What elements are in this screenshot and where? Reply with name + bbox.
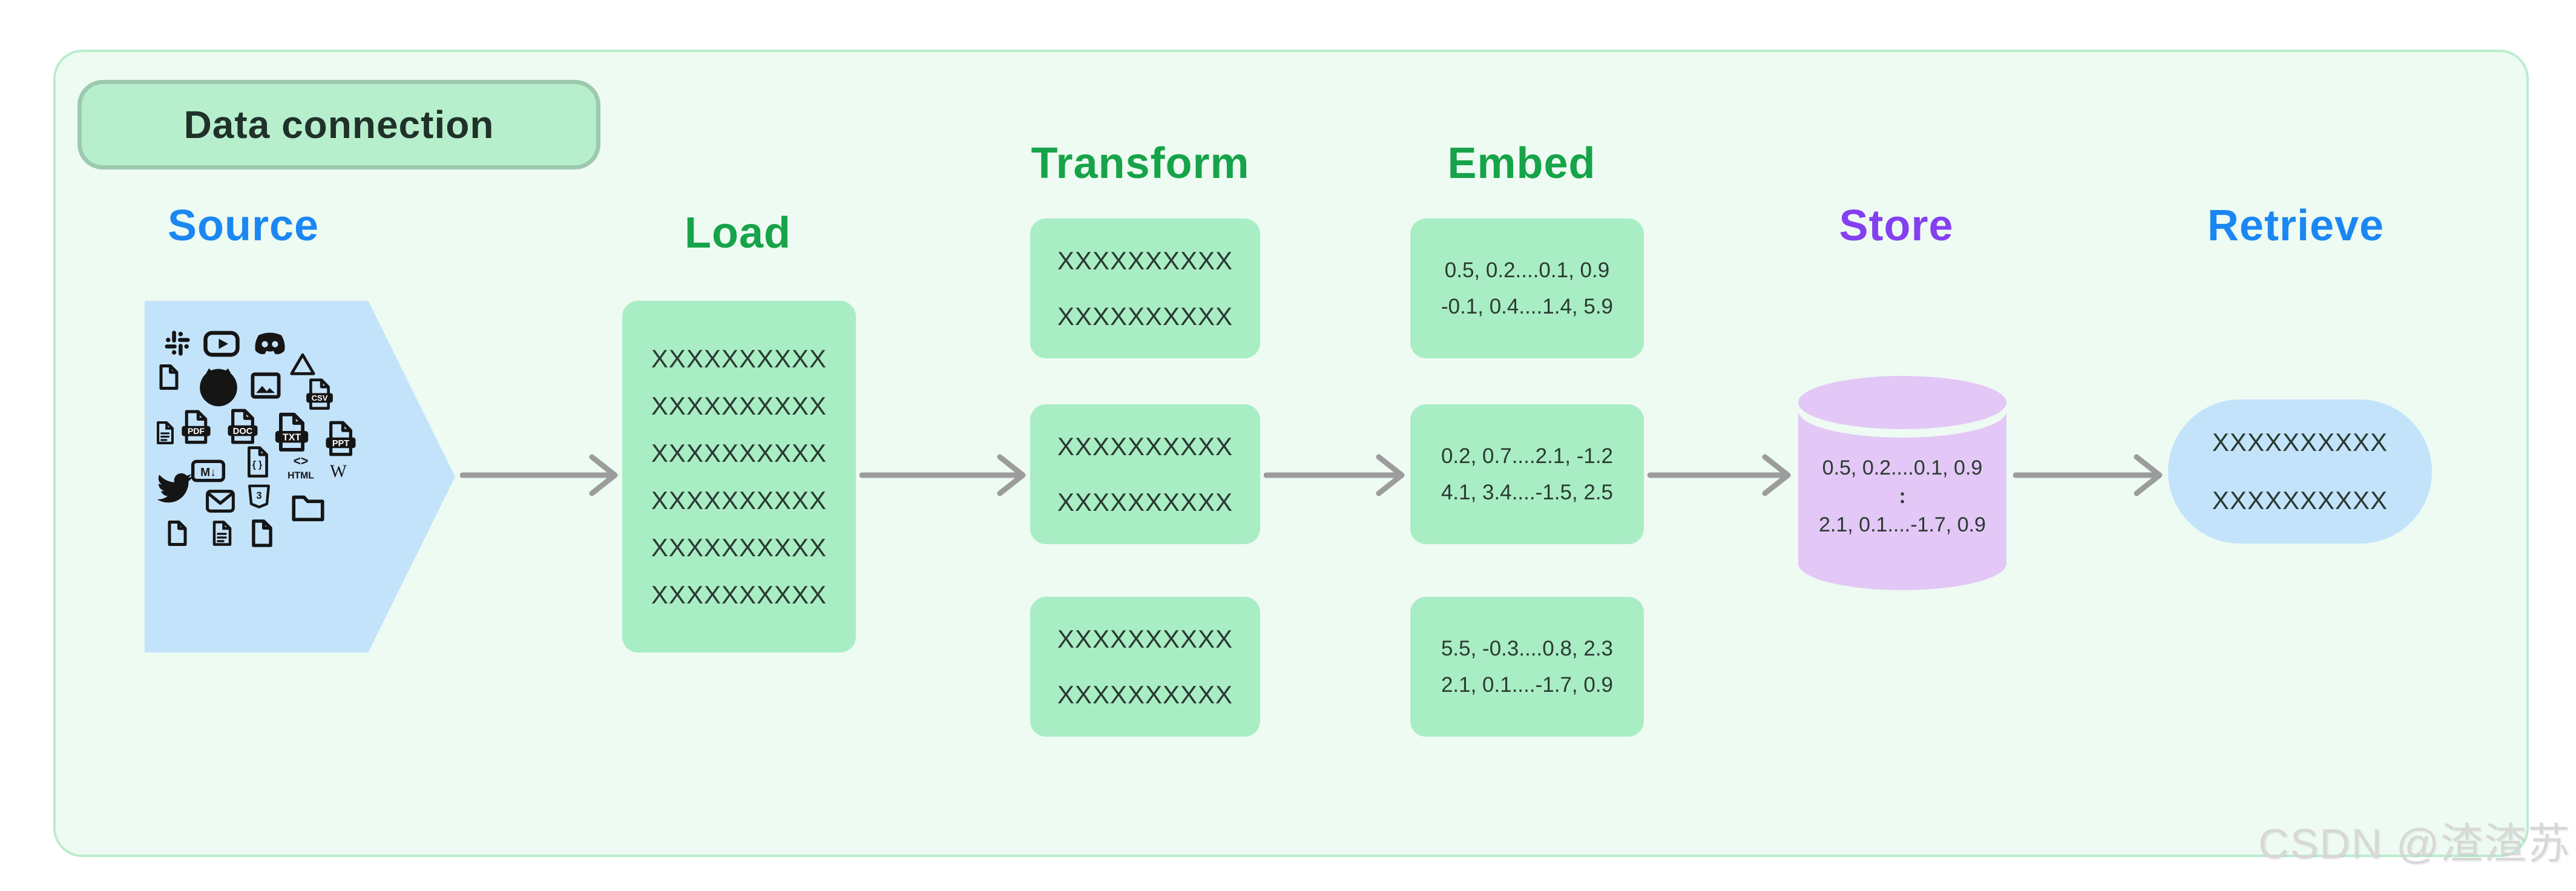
load-title: Load [685,209,791,257]
embed-vector-line: 5.5, -0.3....0.8, 2.3 [1441,636,1614,660]
svg-text:M↓: M↓ [200,466,216,479]
source-shape: CSV PDF DOC TXT PPT M↓ { } <> HTML W 3 [145,301,455,653]
transform-box-3: XXXXXXXXXX XXXXXXXXXX [1030,597,1260,737]
transform-line: XXXXXXXXXX [1057,624,1234,653]
store-vector-line: 0.5, 0.2....0.1, 0.9 [1822,456,1983,479]
load-line: XXXXXXXXXX [651,533,827,562]
doc-icon: DOC [226,407,260,446]
flow-arrow-transform-embed [1264,454,1405,496]
slack-icon [162,327,193,359]
transform-line: XXXXXXXXXX [1057,246,1234,275]
flow-arrow-load-transform [859,454,1026,496]
store-values: 0.5, 0.2....0.1, 0.9 : 2.1, 0.1....-1.7,… [1796,452,2008,541]
svg-text:CSV: CSV [312,393,328,403]
document-icon [208,519,237,548]
svg-text:HTML: HTML [288,471,314,481]
wikipedia-icon: W [325,457,352,484]
svg-text:<>: <> [294,454,309,468]
pdf-icon: PDF [180,409,212,446]
load-box: XXXXXXXXXX XXXXXXXXXX XXXXXXXXXX XXXXXXX… [622,301,856,653]
embed-vector-line: 0.2, 0.7....2.1, -1.2 [1441,444,1614,468]
csv-icon: CSV [304,377,335,411]
load-line: XXXXXXXXXX [651,344,827,373]
document-icon [152,419,179,446]
load-line: XXXXXXXXXX [651,580,827,609]
image-icon [249,369,283,403]
embed-title: Embed [1447,139,1596,188]
file-icon [246,518,278,549]
source-title: Source [167,202,320,250]
svg-text:DOC: DOC [233,427,253,436]
flow-arrow-store-retrieve [2013,454,2163,496]
transform-box-2: XXXXXXXXXX XXXXXXXXXX [1030,404,1260,544]
load-line: XXXXXXXXXX [651,391,827,420]
markdown-icon: M↓ [191,453,226,488]
retrieve-box: XXXXXXXXXX XXXXXXXXXX [2168,399,2432,544]
embed-vector-line: 2.1, 0.1....-1.7, 0.9 [1441,672,1614,697]
file-icon [154,363,183,392]
folder-icon [290,488,326,525]
svg-text:PPT: PPT [332,439,349,449]
github-icon [194,361,243,410]
retrieve-line: XXXXXXXXXX [2212,428,2388,456]
twitter-icon [156,469,193,507]
store-vector-line: 2.1, 0.1....-1.7, 0.9 [1819,513,1986,536]
discord-icon [251,325,289,363]
flow-arrow-embed-store [1648,454,1791,496]
store-vector-ellipsis: : [1899,485,1906,508]
badge-label: Data connection [183,103,494,146]
database-icon [1798,376,2006,590]
ppt-icon: PPT [324,419,358,458]
code-file-icon: { } [243,445,273,479]
svg-text:TXT: TXT [283,432,301,442]
retrieve-title: Retrieve [2207,202,2385,250]
main-container: Data connection Source Load Transform Em… [53,50,2529,857]
embed-vector-line: -0.1, 0.4....1.4, 5.9 [1441,294,1614,318]
store-cylinder: 0.5, 0.2....0.1, 0.9 : 2.1, 0.1....-1.7,… [1796,375,2008,593]
embed-vector-line: 4.1, 3.4....-1.5, 2.5 [1441,480,1614,504]
data-connection-badge: Data connection [77,80,600,169]
load-line: XXXXXXXXXX [651,438,827,467]
svg-text:3: 3 [256,490,261,501]
transform-line: XXXXXXXXXX [1057,301,1234,330]
embed-box-3: 5.5, -0.3....0.8, 2.3 2.1, 0.1....-1.7, … [1410,597,1644,737]
html-icon: <> HTML [284,451,318,485]
watermark: CSDN @渣渣苏 [2258,820,2571,867]
load-line: XXXXXXXXXX [651,485,827,515]
embed-box-1: 0.5, 0.2....0.1, 0.9 -0.1, 0.4....1.4, 5… [1410,219,1644,358]
txt-icon: TXT [273,411,310,453]
svg-text:PDF: PDF [188,426,205,436]
email-icon [204,485,237,518]
svg-text:W: W [330,462,347,481]
flow-arrow-source-load [460,454,618,496]
file-icon [163,519,192,548]
transform-line: XXXXXXXXXX [1057,432,1234,461]
transform-box-1: XXXXXXXXXX XXXXXXXXXX [1030,219,1260,358]
google-drive-icon [289,350,317,378]
retrieve-line: XXXXXXXXXX [2212,486,2388,515]
embed-vector-line: 0.5, 0.2....0.1, 0.9 [1444,258,1610,282]
transform-line: XXXXXXXXXX [1057,680,1234,709]
transform-title: Transform [1031,139,1250,188]
source-icons: CSV PDF DOC TXT PPT M↓ { } <> HTML W 3 [145,301,455,653]
store-title: Store [1839,202,1954,250]
css3-icon: 3 [245,482,273,510]
youtube-icon [203,325,240,363]
embed-box-2: 0.2, 0.7....2.1, -1.2 4.1, 3.4....-1.5, … [1410,404,1644,544]
svg-text:{ }: { } [252,460,263,470]
transform-line: XXXXXXXXXX [1057,487,1234,516]
